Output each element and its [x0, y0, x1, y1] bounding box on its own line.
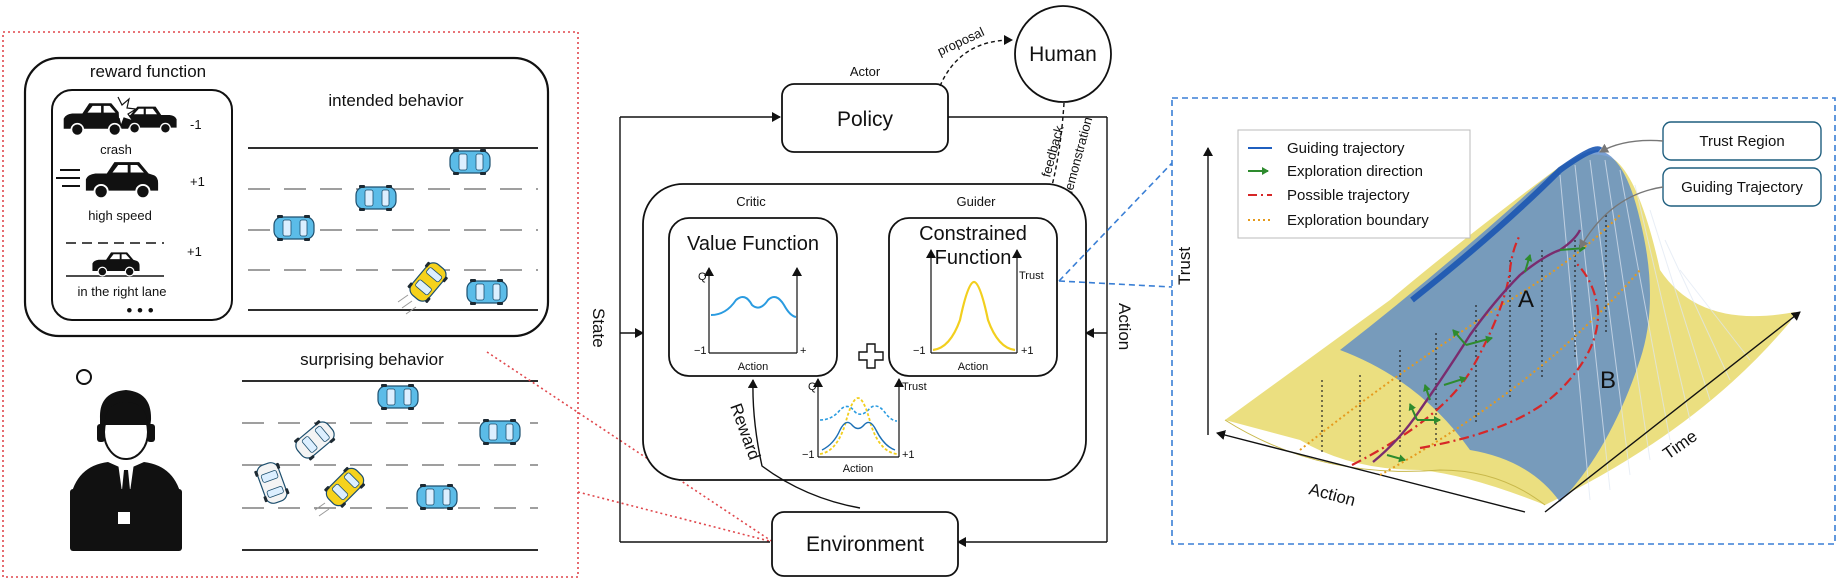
reward-item-caption: high speed — [88, 208, 152, 223]
combined-plot-x-min: −1 — [802, 449, 815, 461]
point-label-a: A — [1518, 286, 1534, 313]
combined-plot-y-right: Trust — [902, 381, 927, 393]
point-label-b: B — [1600, 367, 1616, 394]
time-axis — [1544, 311, 1801, 513]
constrained-plot-y-label: Trust — [1019, 270, 1044, 282]
combined-plot-x-max: +1 — [902, 449, 915, 461]
trust-region-pointer — [1599, 139, 1664, 153]
policy-box — [781, 83, 949, 153]
constrained-function-title-line1: Constrained — [919, 223, 1027, 245]
right-panel: Trust Action Time — [1171, 97, 1836, 545]
guider-label: Guider — [956, 194, 996, 209]
surprising-car-blue — [377, 383, 521, 511]
crash-cars-icon — [62, 96, 178, 137]
trust-surface-floor — [1224, 419, 1546, 506]
critic-label: Critic — [736, 194, 766, 209]
person-icon — [70, 369, 182, 551]
reward-item-value: -1 — [190, 117, 202, 132]
legend-label: Exploration direction — [1287, 163, 1423, 180]
value-function-title: Value Function — [687, 233, 819, 255]
reward-items-box — [51, 89, 233, 321]
right-panel-border — [1171, 97, 1836, 545]
speed-car-icon — [56, 161, 160, 200]
reward-arrow — [747, 379, 861, 509]
constrained-function-title-line2: Function — [935, 247, 1012, 269]
constrained-plot-x-min: −1 — [913, 345, 926, 357]
reward-item-caption: crash — [100, 142, 132, 157]
action-side-label: Action — [1115, 303, 1134, 350]
trust-region-label: Trust Region — [1699, 133, 1784, 150]
environment-box — [771, 511, 959, 577]
trust-surface-blue — [1340, 150, 1650, 502]
exploration-boundary — [1379, 269, 1641, 476]
reward-ellipsis: • • • — [126, 301, 153, 320]
reward-item-value: +1 — [190, 174, 205, 189]
legend-box — [1237, 129, 1471, 239]
state-label: State — [589, 308, 608, 348]
value-plot-x-label: Action — [738, 361, 769, 373]
connector-line — [1058, 162, 1173, 282]
combined-result-curve — [821, 421, 896, 451]
actor-label: Actor — [850, 64, 881, 79]
constrained-plot-x-max: +1 — [1021, 345, 1034, 357]
policy-label: Policy — [837, 108, 894, 131]
plus-symbol — [858, 343, 884, 369]
environment-label: Environment — [806, 533, 924, 556]
proposal-label: proposal — [935, 24, 987, 59]
reward-scene-box — [23, 56, 550, 338]
legend-label: Possible trajectory — [1287, 187, 1410, 204]
value-function-box — [668, 217, 838, 377]
feedback-label: feedback — [1038, 123, 1066, 178]
middle-panel: Actor Policy Human proposal feedback dem… — [589, 5, 1134, 577]
human-label: Human — [1029, 43, 1097, 66]
reward-item-value: +1 — [187, 244, 202, 259]
surface-shading-lines — [1559, 159, 1751, 501]
reward-function-title: reward function — [90, 62, 206, 81]
value-plot-x-max: + — [800, 345, 806, 357]
left-panel: reward function crash -1 high speed +1 i… — [2, 31, 579, 578]
constrained-curve — [932, 280, 1016, 352]
possible-trajectory-b — [1419, 261, 1600, 450]
combined-blue-curve — [819, 405, 898, 422]
lane-car-icon — [66, 242, 164, 277]
surprising-car-yellow — [314, 463, 369, 517]
connector-line — [577, 491, 774, 543]
exploration-boundary — [1299, 214, 1621, 451]
connector-line — [486, 351, 774, 543]
surprising-behavior-label: surprising behavior — [300, 350, 444, 369]
value-plot-y-label: Q — [698, 271, 707, 283]
human-node — [1014, 5, 1112, 103]
exploration-direction-arrows — [1386, 244, 1586, 463]
trust-axis-label: Trust — [1175, 247, 1194, 285]
intended-car-blue — [273, 148, 508, 306]
combined-yellow-curve — [819, 397, 898, 455]
legend-label: Guiding trajectory — [1287, 140, 1405, 157]
trust-surface-ridge — [1410, 146, 1603, 303]
value-curve — [710, 295, 797, 318]
value-plot-x-min: −1 — [694, 345, 707, 357]
action-axis — [1216, 430, 1526, 513]
proposal-arrow — [939, 35, 1013, 87]
intended-car-yellow — [397, 257, 452, 315]
action-axis-label: Action — [1307, 480, 1358, 511]
combined-plot-y-left: Q — [808, 381, 817, 393]
guiding-trajectory-pointer — [1579, 186, 1664, 249]
legend-label: Exploration boundary — [1287, 212, 1429, 229]
legend: Guiding trajectory Exploration direction… — [1237, 129, 1471, 239]
connector-line — [1058, 280, 1173, 288]
combined-plot-x-label: Action — [843, 463, 874, 475]
intended-behavior-label: intended behavior — [328, 91, 464, 110]
reward-item-caption: in the right lane — [78, 284, 167, 299]
guiding-trajectory-callout-label: Guiding Trajectory — [1681, 179, 1803, 196]
constrained-plot-x-label: Action — [958, 361, 989, 373]
surprising-road — [242, 380, 538, 551]
